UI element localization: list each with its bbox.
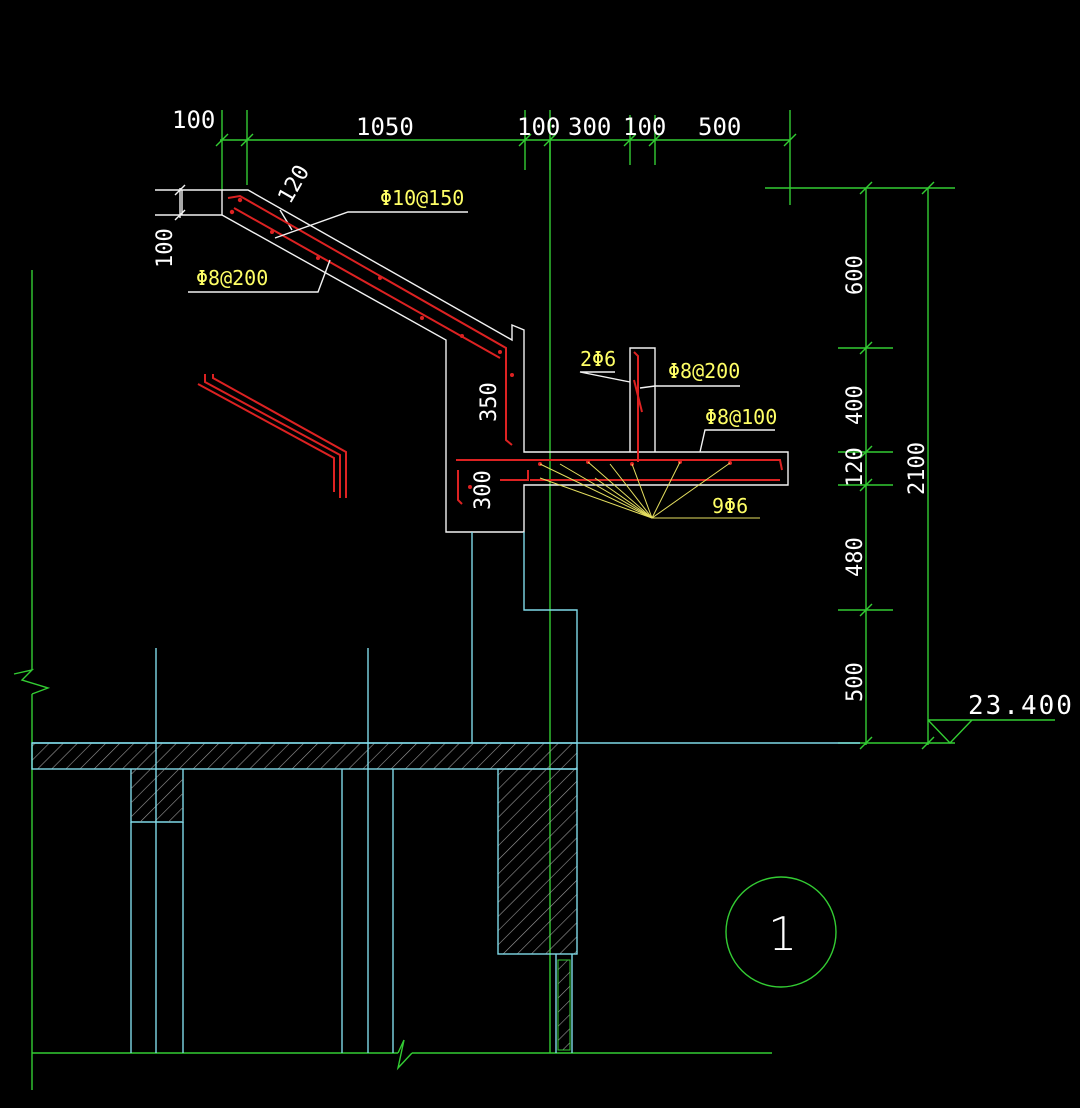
- dim-top-2: 1050: [356, 113, 414, 141]
- dim-upstand-height: 350: [477, 382, 502, 422]
- dim-top-4: 300: [568, 113, 611, 141]
- label-slope-bottom: Φ8@200: [196, 266, 268, 290]
- dim-right-120: 120: [843, 447, 868, 487]
- dim-right-total: 2100: [905, 442, 930, 495]
- floor-slab-hatch: [31, 742, 578, 770]
- wall-hatch: [497, 768, 578, 955]
- dim-top-3: 100: [517, 113, 560, 141]
- floor-structure: [31, 532, 860, 1053]
- label-upstand-bar: Φ8@200: [668, 359, 740, 383]
- dim-top-6: 500: [698, 113, 741, 141]
- dim-right-600: 600: [843, 255, 868, 295]
- detail-number: 1: [768, 907, 797, 961]
- rebar-labels: Φ10@150 Φ8@200 2Φ6 Φ8@200 Φ8@100 9Φ6: [188, 186, 777, 518]
- dim-right-400: 400: [843, 385, 868, 425]
- dim-slab-thickness: 120: [274, 161, 316, 208]
- label-distribution: 9Φ6: [712, 494, 748, 518]
- label-upstand-stirrup: 2Φ6: [580, 347, 616, 371]
- canopy-outline: 100 120 350 300: [153, 161, 789, 533]
- dim-top-5: 100: [623, 113, 666, 141]
- level-mark: 23.400: [927, 691, 1074, 745]
- level-value: 23.400: [968, 691, 1074, 721]
- label-cantilever-bar: Φ8@100: [705, 405, 777, 429]
- dim-right-480: 480: [843, 537, 868, 577]
- rebar: [197, 194, 783, 505]
- dim-right-500: 500: [843, 662, 868, 702]
- detail-marker: 1: [725, 876, 837, 988]
- label-slope-top: Φ10@150: [380, 186, 464, 210]
- right-dimension-chain: 600 400 120 480 500 2100: [765, 181, 955, 750]
- top-dimension-chain: 100 1050 100 300 100 500: [172, 106, 797, 205]
- dim-edge-height: 100: [153, 228, 178, 268]
- dim-top-1: 100: [172, 106, 215, 134]
- dim-beam-depth: 300: [471, 470, 496, 510]
- distribution-bars-fan: [539, 461, 760, 519]
